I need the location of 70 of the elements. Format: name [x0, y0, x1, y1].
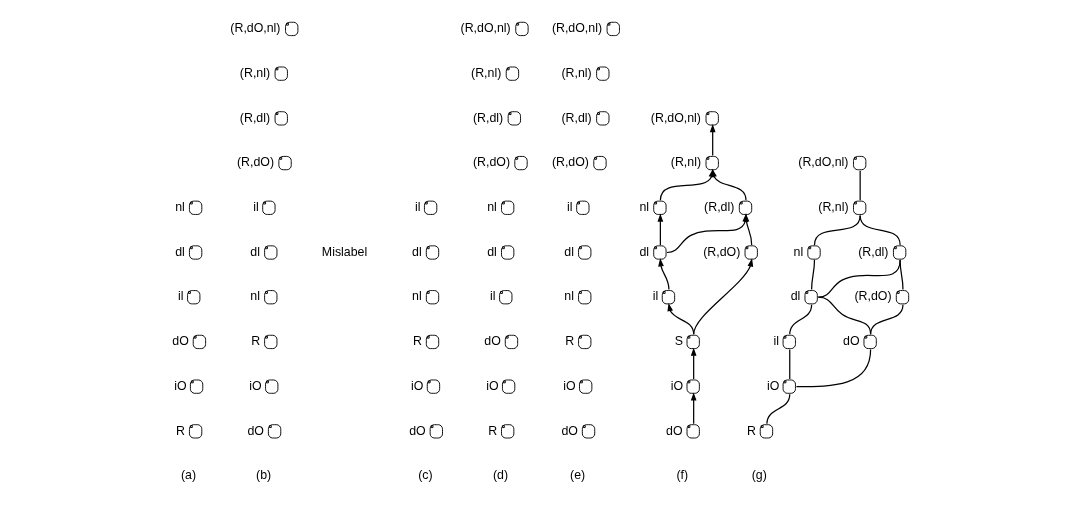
node-label: nl: [638, 200, 649, 215]
node-label: iO: [410, 378, 423, 393]
node-label: dl: [486, 244, 497, 259]
label: (f): [675, 468, 688, 483]
node-label: R: [250, 334, 260, 349]
node-label: dO: [408, 423, 426, 438]
node-label: iO: [485, 378, 499, 393]
node-label: il: [566, 200, 573, 215]
node-label: (R,dl): [703, 200, 734, 215]
node-label: (R,dl): [239, 110, 270, 125]
node-label: il: [177, 289, 184, 304]
node-label: nl: [793, 244, 803, 259]
node-label: (R,nl): [470, 65, 501, 80]
node-label: nl: [486, 200, 497, 215]
node-label: (R,dO): [236, 155, 274, 170]
node-label: dl: [174, 244, 185, 259]
label: (a): [180, 468, 196, 483]
node-label: (R,dO): [551, 155, 589, 170]
node-label: dl: [563, 244, 574, 259]
node-label: (R,nl): [817, 200, 849, 215]
node-label: dO: [246, 423, 264, 438]
node-label: (R,dl): [560, 110, 592, 125]
node-label: (R,dO,nl): [229, 21, 280, 36]
node-label: dl: [411, 244, 422, 259]
node-label: dl: [249, 244, 260, 259]
node-label: (R,dO): [702, 244, 740, 259]
node-label: nl: [563, 289, 574, 304]
node-label: (R,nl): [670, 155, 701, 170]
node-label: il: [652, 289, 658, 304]
label: (c): [417, 468, 433, 483]
node-label: (R,dO,nl): [460, 21, 511, 36]
node-label: nl: [411, 289, 422, 304]
node-label: R: [746, 423, 756, 438]
node-label: iO: [248, 378, 262, 393]
node-label: R: [175, 423, 185, 438]
node-label: iO: [562, 378, 576, 393]
node-label: dO: [171, 334, 189, 349]
node-label: (R,nl): [239, 65, 270, 80]
node-label: dO: [842, 334, 860, 349]
node-label: R: [564, 334, 574, 349]
node-label: (R,nl): [560, 65, 592, 80]
label: Mislabel: [321, 244, 367, 259]
label: (b): [255, 468, 271, 483]
node-label: il: [252, 200, 259, 215]
node-label: iO: [670, 378, 683, 393]
node-label: dO: [665, 423, 683, 438]
node-label: (R,dO): [853, 289, 892, 304]
node-label: il: [773, 334, 779, 349]
node-label: iO: [173, 378, 187, 393]
label: (g): [751, 468, 767, 483]
node-label: dO: [560, 423, 578, 438]
node-label: (R,dl): [472, 110, 503, 125]
node-label: (R,dO,nl): [551, 21, 602, 36]
label: (e): [569, 468, 585, 483]
node-label: iO: [766, 378, 779, 393]
node-label: il: [489, 289, 496, 304]
node-label: (R,dO): [472, 155, 510, 170]
label: (d): [492, 468, 508, 483]
node-label: nl: [174, 200, 185, 215]
node-label: (R,dO,nl): [650, 110, 701, 125]
node-label: dO: [483, 334, 501, 349]
node-label: R: [412, 334, 422, 349]
node-label: R: [487, 423, 497, 438]
node-label: dl: [638, 244, 649, 259]
node-label: il: [414, 200, 420, 215]
node-label: nl: [249, 289, 260, 304]
node-label: (R,dO,nl): [797, 155, 848, 170]
node-label: dl: [790, 289, 800, 304]
node-label: (R,dl): [857, 244, 888, 259]
node-label: S: [674, 334, 683, 349]
